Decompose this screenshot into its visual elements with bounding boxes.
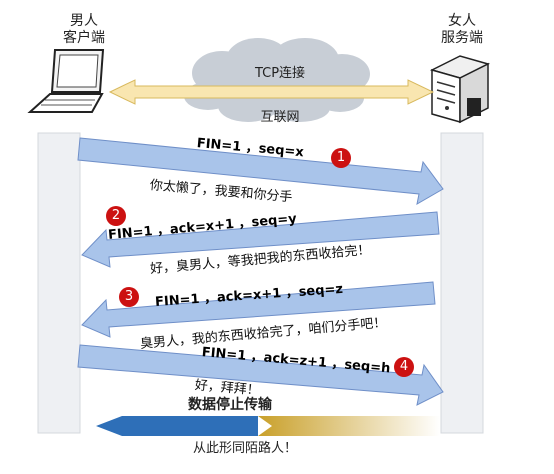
client-label-line2: 客户端	[63, 30, 105, 46]
step4-badge: 4	[394, 357, 414, 377]
strangers-label: 从此形同陌路人！	[192, 441, 297, 456]
client-label: 男人 客户端	[52, 13, 116, 47]
server-label: 女人 服务端	[430, 13, 494, 47]
stop-transmission-label: 数据停止传输	[188, 397, 272, 413]
stop-arrow-left	[96, 416, 258, 436]
cloud-bottom-label: 互联网	[260, 110, 300, 125]
step1-arrow	[77, 137, 444, 205]
step1-badge: 1	[331, 148, 351, 168]
client-label-line1: 男人	[70, 13, 98, 29]
server-label-line2: 服务端	[441, 30, 483, 46]
stop-arrow-right	[258, 416, 440, 436]
step2-badge: 2	[106, 206, 126, 226]
step2-arrow	[81, 211, 440, 268]
cloud-top-label: TCP连接	[254, 66, 306, 81]
server-timeline-bar	[440, 132, 484, 434]
server-label-line1: 女人	[448, 13, 476, 29]
step3-badge: 3	[119, 287, 139, 307]
laptop-icon	[27, 49, 105, 113]
step3-arrow	[81, 281, 436, 338]
step4-arrow	[77, 344, 444, 406]
client-timeline-bar	[37, 132, 81, 434]
server-icon	[429, 55, 491, 124]
tcp-connection-arrow	[108, 79, 435, 105]
